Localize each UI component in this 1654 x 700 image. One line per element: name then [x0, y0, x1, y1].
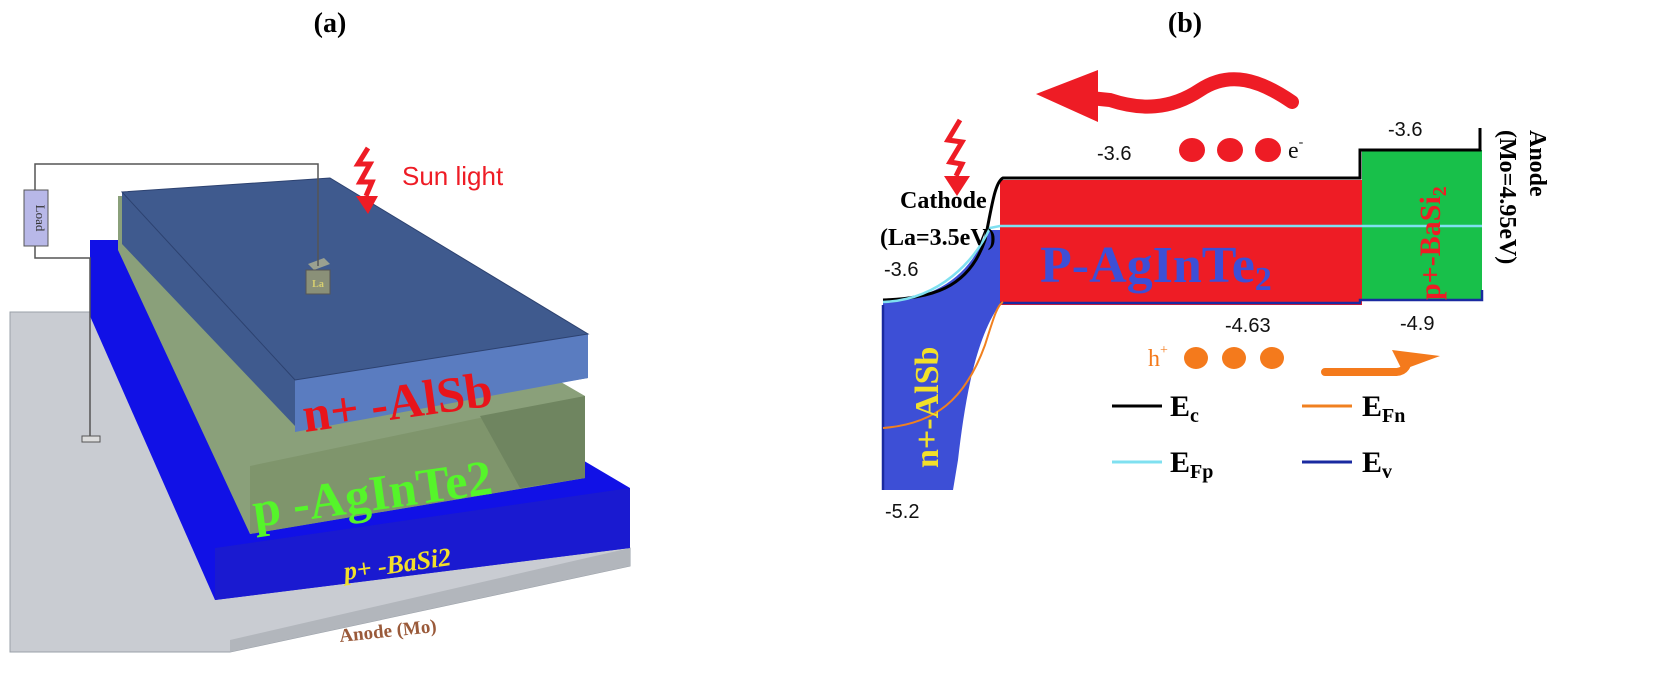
electron-dot	[1255, 138, 1281, 162]
sunlight-zigzag-b	[943, 118, 970, 196]
hole-arrow-head-icon	[1392, 350, 1440, 370]
hole-dot	[1260, 347, 1284, 369]
hole-dot	[1184, 347, 1208, 369]
value-right-bottom: -4.9	[1400, 313, 1434, 335]
hole-flow-arrow	[1321, 350, 1440, 376]
hole-label: h+	[1148, 343, 1168, 372]
basi2-region-label: p+-BaSi2	[1414, 186, 1451, 300]
sunlight-indicator: Sun light	[353, 146, 504, 214]
load-label: Load	[33, 205, 48, 232]
electron-dot	[1217, 138, 1243, 162]
sunlight-zigzag-icon	[353, 146, 376, 197]
efp-line	[882, 224, 1482, 304]
anode-title: Anode	[1524, 130, 1550, 197]
panel-a: (a) Anode (Mo) p+ -BaSi2 p -AgInTe2 n+ -…	[9, 8, 631, 653]
alsb-layer: n+ -AlSb	[120, 177, 590, 443]
value-left-top: -3.6	[884, 259, 918, 281]
load-circuit: Load	[23, 163, 319, 443]
sunlight-arrow-b-icon	[944, 176, 970, 196]
cathode-title: Cathode	[900, 188, 987, 214]
value-mid-top: -3.6	[1097, 143, 1131, 165]
electrons: e-	[1179, 135, 1304, 164]
sunlight-label: Sun light	[402, 161, 504, 191]
aginte2-region	[1000, 180, 1362, 305]
legend-efp-label: EFp	[1170, 446, 1213, 483]
la-contact: La	[305, 258, 331, 295]
holes: h+	[1148, 343, 1284, 372]
sunlight-zigzag-b-icon	[943, 118, 967, 178]
ev-band-line	[881, 290, 1484, 490]
hole-dot	[1222, 347, 1246, 369]
panel-b-label: (b)	[1168, 8, 1202, 39]
value-right-top: -3.6	[1388, 119, 1422, 141]
electron-dot	[1179, 138, 1205, 162]
electron-arrow-head-icon	[1036, 70, 1098, 122]
load-resistor	[23, 189, 49, 247]
legend-efn-label: EFn	[1362, 390, 1405, 427]
alsb-region-label: n+-AlSb	[909, 347, 946, 468]
panel-a-label: (a)	[314, 8, 347, 39]
sunlight-arrow-icon	[356, 196, 378, 214]
value-mid-bottom: -4.63	[1225, 315, 1271, 337]
aginte2-region-label: P-AgInTe2	[1040, 237, 1272, 298]
alsb-region	[883, 230, 1000, 490]
panel-b: (b) n+-AlSb P-AgInTe2 p+-BaSi2 -3.6 -5.2…	[880, 8, 1550, 523]
legend: Ec EFn EFp Ev	[1112, 390, 1405, 483]
la-contact-label: La	[312, 279, 324, 290]
legend-ec-label: Ec	[1170, 390, 1199, 427]
efn-line	[882, 301, 1004, 429]
value-left-bottom: -5.2	[885, 501, 919, 523]
legend-ev-label: Ev	[1362, 446, 1392, 483]
anode-subtitle: (Mo=4.95eV)	[1494, 130, 1520, 264]
electron-flow-arrow	[1036, 70, 1299, 122]
cathode-subtitle: (La=3.5eV)	[880, 225, 996, 251]
electron-label: e-	[1288, 135, 1304, 164]
